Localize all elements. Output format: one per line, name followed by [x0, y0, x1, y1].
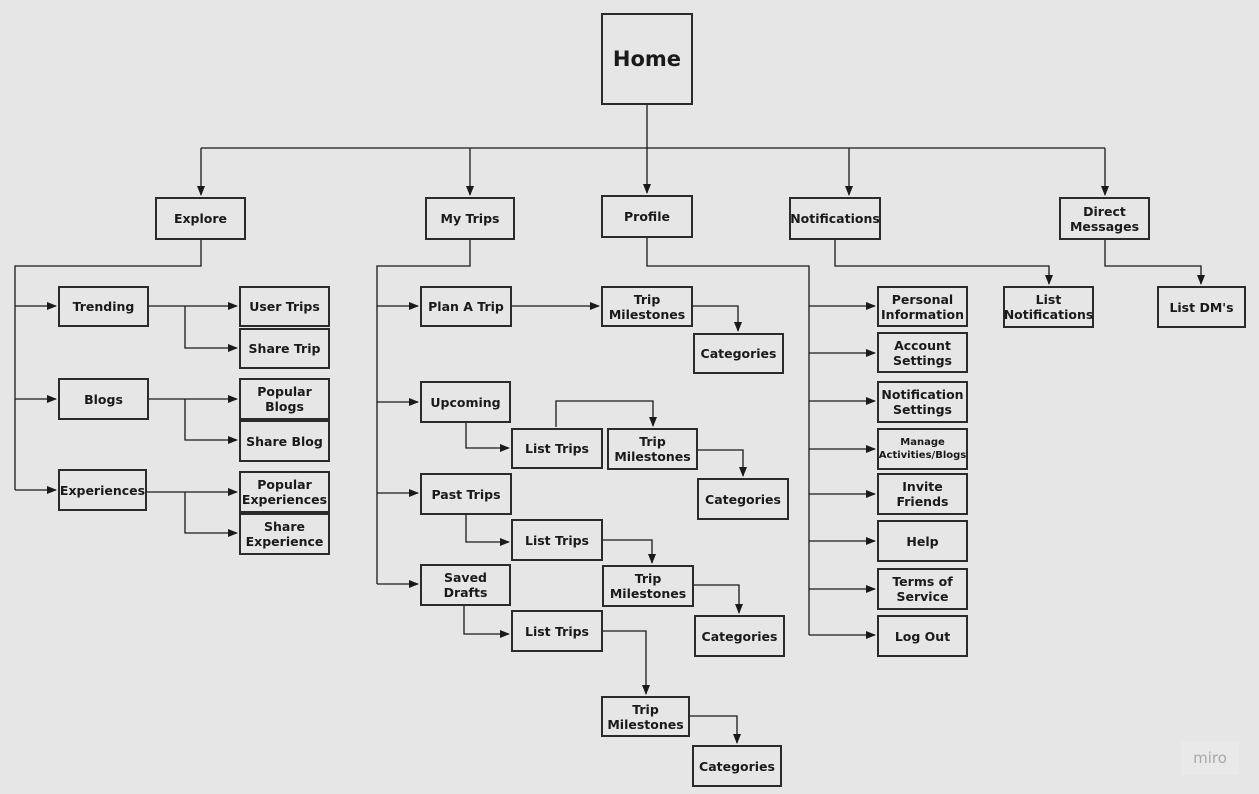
notification-settings-node[interactable]: Notification Settings — [877, 381, 968, 423]
manage-activities-node[interactable]: Manage Activities/Blogs — [877, 428, 968, 470]
direct-messages-node[interactable]: Direct Messages — [1059, 197, 1150, 240]
popular-experiences-node[interactable]: Popular Experiences — [239, 471, 330, 513]
drafts-categories-node[interactable]: Categories — [692, 745, 782, 787]
upcoming-milestones-node[interactable]: Trip Milestones — [607, 428, 698, 470]
miro-watermark: miro — [1181, 741, 1239, 775]
past-categories-node[interactable]: Categories — [694, 615, 785, 657]
drafts-milestones-node[interactable]: Trip Milestones — [601, 696, 690, 737]
terms-of-service-node[interactable]: Terms of Service — [877, 568, 968, 610]
list-dms-node[interactable]: List DM's — [1157, 286, 1246, 328]
share-experience-node[interactable]: Share Experience — [239, 513, 330, 555]
trending-node[interactable]: Trending — [58, 286, 149, 327]
plan-milestones-node[interactable]: Trip Milestones — [601, 286, 693, 327]
past-trips-node[interactable]: Past Trips — [420, 473, 512, 515]
blogs-node[interactable]: Blogs — [58, 378, 149, 420]
explore-node[interactable]: Explore — [155, 197, 246, 240]
drafts-list-trips-node[interactable]: List Trips — [511, 610, 603, 652]
user-trips-node[interactable]: User Trips — [239, 286, 330, 327]
share-blog-node[interactable]: Share Blog — [239, 420, 330, 462]
my-trips-node[interactable]: My Trips — [425, 197, 515, 240]
log-out-node[interactable]: Log Out — [877, 615, 968, 657]
list-notifications-node[interactable]: List Notifications — [1003, 286, 1094, 328]
upcoming-list-trips-node[interactable]: List Trips — [511, 428, 603, 469]
popular-blogs-node[interactable]: Popular Blogs — [239, 378, 330, 420]
past-milestones-node[interactable]: Trip Milestones — [602, 565, 694, 607]
upcoming-categories-node[interactable]: Categories — [697, 478, 789, 520]
notifications-node[interactable]: Notifications — [789, 197, 881, 240]
saved-drafts-node[interactable]: Saved Drafts — [420, 564, 511, 606]
home-node[interactable]: Home — [601, 13, 693, 105]
account-settings-node[interactable]: Account Settings — [877, 332, 968, 373]
share-trip-node[interactable]: Share Trip — [239, 328, 330, 369]
plan-a-trip-node[interactable]: Plan A Trip — [420, 286, 512, 327]
past-list-trips-node[interactable]: List Trips — [511, 519, 603, 561]
experiences-node[interactable]: Experiences — [58, 469, 147, 511]
invite-friends-node[interactable]: Invite Friends — [877, 473, 968, 515]
personal-information-node[interactable]: Personal Information — [877, 286, 968, 327]
plan-categories-node[interactable]: Categories — [693, 333, 784, 374]
profile-node[interactable]: Profile — [601, 195, 693, 238]
help-node[interactable]: Help — [877, 520, 968, 562]
upcoming-node[interactable]: Upcoming — [420, 381, 511, 423]
